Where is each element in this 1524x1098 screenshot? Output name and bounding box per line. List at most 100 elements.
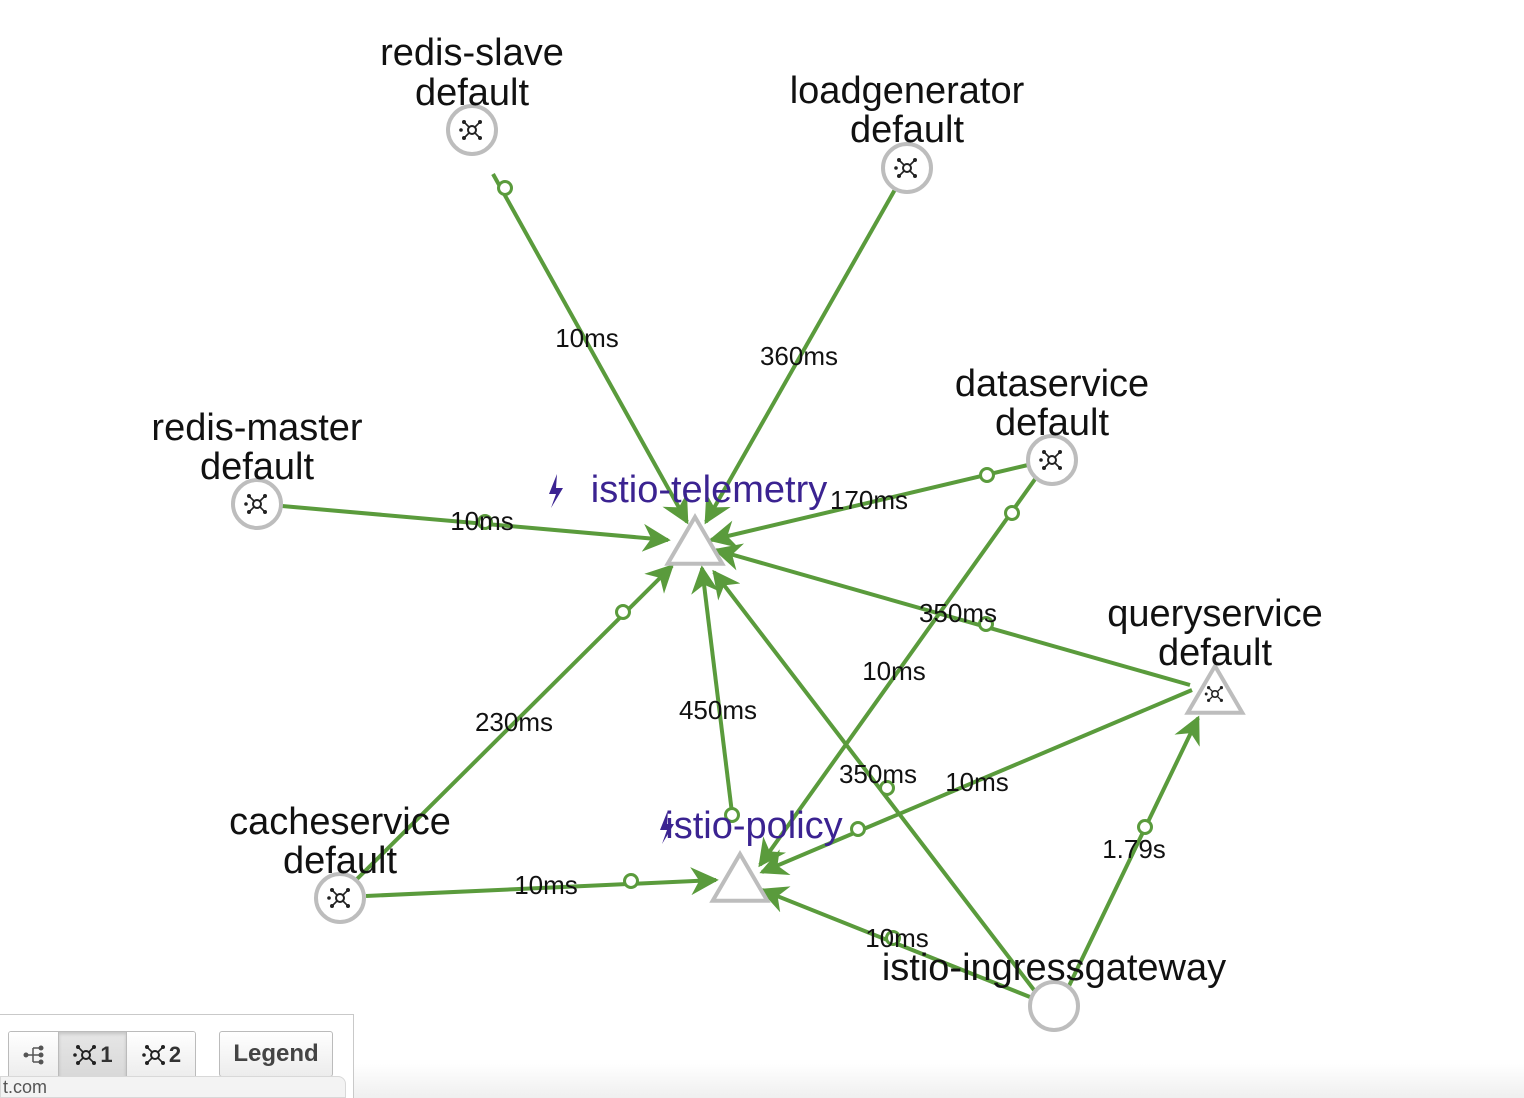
node-label-istio-policy: istio-policy (660, 805, 843, 847)
node-circle[interactable] (1026, 434, 1078, 486)
edge-response-time-label: 10ms (555, 323, 619, 353)
node-name-label: loadgenerator (790, 70, 1025, 112)
edge-response-time-label: 10ms (865, 923, 929, 953)
layout-button-group: 1 2 (8, 1031, 196, 1079)
layout-cose-2-label: 2 (168, 1042, 182, 1067)
graph-node-istio-ingressgateway[interactable] (1028, 980, 1080, 1032)
graph-node-redis-master[interactable] (231, 478, 283, 530)
edge-traffic-dot (1004, 505, 1020, 521)
node-namespace-label: default (995, 402, 1110, 444)
edge-response-time-label: 10ms (514, 870, 578, 900)
graph-node-queryservice[interactable] (1184, 662, 1246, 715)
edge-response-time-label: 450ms (679, 695, 757, 725)
edge-response-time-label: 360ms (760, 341, 838, 371)
edge-response-time-label: 1.79s (1102, 834, 1166, 864)
graph-edge[interactable] (491, 173, 689, 525)
node-name-label: cacheservice (229, 801, 451, 843)
graph-node-loadgenerator[interactable] (881, 142, 933, 194)
cose-layout-icon (72, 1044, 98, 1066)
graph-node-cacheservice[interactable] (314, 872, 366, 924)
node-namespace-label: default (415, 72, 530, 114)
edge-traffic-dot (979, 467, 995, 483)
graph-edge[interactable] (354, 564, 674, 882)
node-triangle[interactable] (664, 513, 726, 566)
legend-button[interactable]: Legend (219, 1031, 333, 1077)
edge-response-time-label: 10ms (450, 506, 514, 536)
node-circle[interactable] (231, 478, 283, 530)
graph-edge[interactable] (758, 473, 1040, 868)
graph-edge[interactable] (712, 569, 1036, 992)
graph-edge[interactable] (708, 463, 1029, 548)
graph-edge[interactable] (281, 504, 671, 552)
node-namespace-label: default (1158, 632, 1273, 674)
node-name-label: istio-policy (665, 805, 842, 847)
graph-edge[interactable] (1066, 715, 1200, 989)
node-circle[interactable] (1028, 980, 1080, 1032)
edge-traffic-dot (497, 180, 513, 196)
node-label-istio-telemetry: istio-telemetry (549, 469, 827, 511)
layout-hierarchy-button[interactable] (9, 1032, 59, 1078)
edge-line[interactable] (758, 473, 1040, 868)
edge-line[interactable] (281, 504, 671, 552)
edge-line[interactable] (759, 688, 1193, 876)
hierarchy-layout-icon (23, 1045, 43, 1065)
edge-line[interactable] (691, 565, 734, 814)
node-circle[interactable] (881, 142, 933, 194)
edge-traffic-dot (1137, 819, 1153, 835)
edge-line[interactable] (713, 543, 1191, 687)
node-name-label: redis-slave (380, 32, 564, 74)
graph-edge[interactable] (691, 565, 740, 823)
node-name-label: redis-master (151, 407, 362, 449)
graph-edge[interactable] (759, 688, 1193, 876)
edge-line[interactable] (365, 867, 719, 898)
node-name-label: dataservice (955, 363, 1149, 405)
edge-traffic-dot (978, 616, 994, 632)
nodes-layer (231, 104, 1246, 1032)
edge-response-time-label: 170ms (830, 485, 908, 515)
graph-node-dataservice[interactable] (1026, 434, 1078, 486)
edge-line[interactable] (491, 173, 689, 525)
cose-layout-icon (141, 1044, 166, 1066)
edge-line[interactable] (712, 569, 1036, 992)
node-namespace-label: default (200, 446, 315, 488)
graph-edge[interactable] (365, 867, 719, 898)
node-namespace-label: default (283, 840, 398, 882)
graph-edge[interactable] (759, 886, 1031, 999)
graph-edge[interactable] (704, 185, 899, 525)
node-triangle[interactable] (709, 850, 771, 903)
node-triangle[interactable] (1184, 662, 1246, 715)
edge-traffic-dot (879, 780, 895, 796)
edge-response-time-label: 10ms (945, 767, 1009, 797)
edge-response-time-label: 350ms (919, 598, 997, 628)
bolt-icon (660, 810, 674, 844)
edges-layer (281, 173, 1200, 999)
edge-line[interactable] (708, 463, 1029, 548)
node-name-label: queryservice (1107, 593, 1322, 635)
node-name-label: istio-telemetry (591, 469, 828, 511)
graph-node-redis-slave[interactable] (446, 104, 498, 156)
layout-cose-1-button[interactable]: 1 (59, 1032, 127, 1078)
edge-line[interactable] (704, 185, 899, 525)
edge-traffic-dot (885, 930, 901, 946)
edge-traffic-dot (615, 604, 631, 620)
edge-response-time-label: 10ms (862, 656, 926, 686)
edge-line[interactable] (1066, 715, 1200, 989)
edge-traffic-dot (477, 514, 493, 530)
node-circle[interactable] (446, 104, 498, 156)
browser-statusbar: t.com (0, 1076, 346, 1098)
bolt-icon (549, 474, 563, 508)
node-circle[interactable] (314, 872, 366, 924)
graph-edge[interactable] (713, 543, 1191, 687)
edge-traffic-dot (623, 873, 639, 889)
layout-cose-2-button[interactable]: 2 (127, 1032, 195, 1078)
graph-node-istio-policy[interactable] (709, 850, 771, 903)
graph-node-istio-telemetry[interactable] (664, 513, 726, 566)
